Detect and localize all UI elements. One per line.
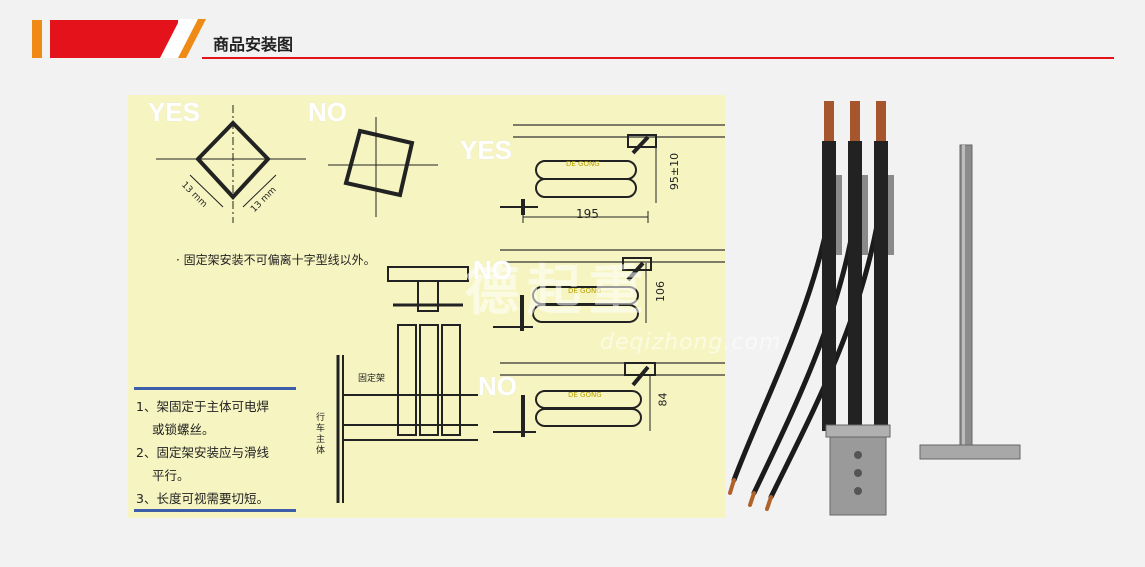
list-rule-bottom [134,509,296,512]
instruction-line: 2、固定架安装应与滑线 [136,445,269,460]
alignment-note: · 固定架安装不可偏离十字型线以外。 [176,253,376,267]
page-title: 商品安装图 [213,35,294,54]
product-photo [726,95,1126,525]
brand-mark-1: DE GONG [566,160,600,168]
no-label-1: NO [308,97,347,127]
instruction-line: 平行。 [152,468,190,483]
list-rule-top [134,387,296,390]
dim-106: 106 [654,281,667,302]
brand-mark-2: DE GONG [568,287,602,295]
dim-195: 195 [576,207,599,221]
section-header: 商品安装图 [0,0,1145,62]
instruction-line: 1、架固定于主体可电焊 [136,399,269,414]
instruction-line: 3、长度可视需要切短。 [136,491,269,506]
installation-diagram: YES NO YES NO NO 13 mm 13 mm · 固定架安装不可偏离… [128,95,725,518]
dim-84: 84 [656,392,670,407]
instruction-list: 1、架固定于主体可电焊 或锁螺丝。 2、固定架安装应与滑线 平行。 3、长度可视… [136,395,269,510]
yes-label-1: YES [148,97,201,127]
header-slash-stripes [160,19,206,58]
diagram-drawing [156,105,725,503]
brand-mark-3: DE GONG [568,391,602,399]
watermark-cn: 德起重 [465,259,651,322]
no-label-3: NO [478,371,517,401]
instruction-line: 或锁螺丝。 [152,422,215,437]
header-underline [202,57,1114,59]
yes-label-2: YES [460,135,513,165]
watermark-en: deqizhong.com [600,330,782,355]
header-red-block [50,20,178,58]
no-label-2: NO [473,255,512,285]
product-illustration [728,101,1021,516]
label-fixed-frame: 固定架 [358,374,386,384]
header-orange-bar [32,20,42,58]
label-vehicle-body: 行车主体 [316,413,326,456]
dim-95: 95±10 [668,152,682,191]
